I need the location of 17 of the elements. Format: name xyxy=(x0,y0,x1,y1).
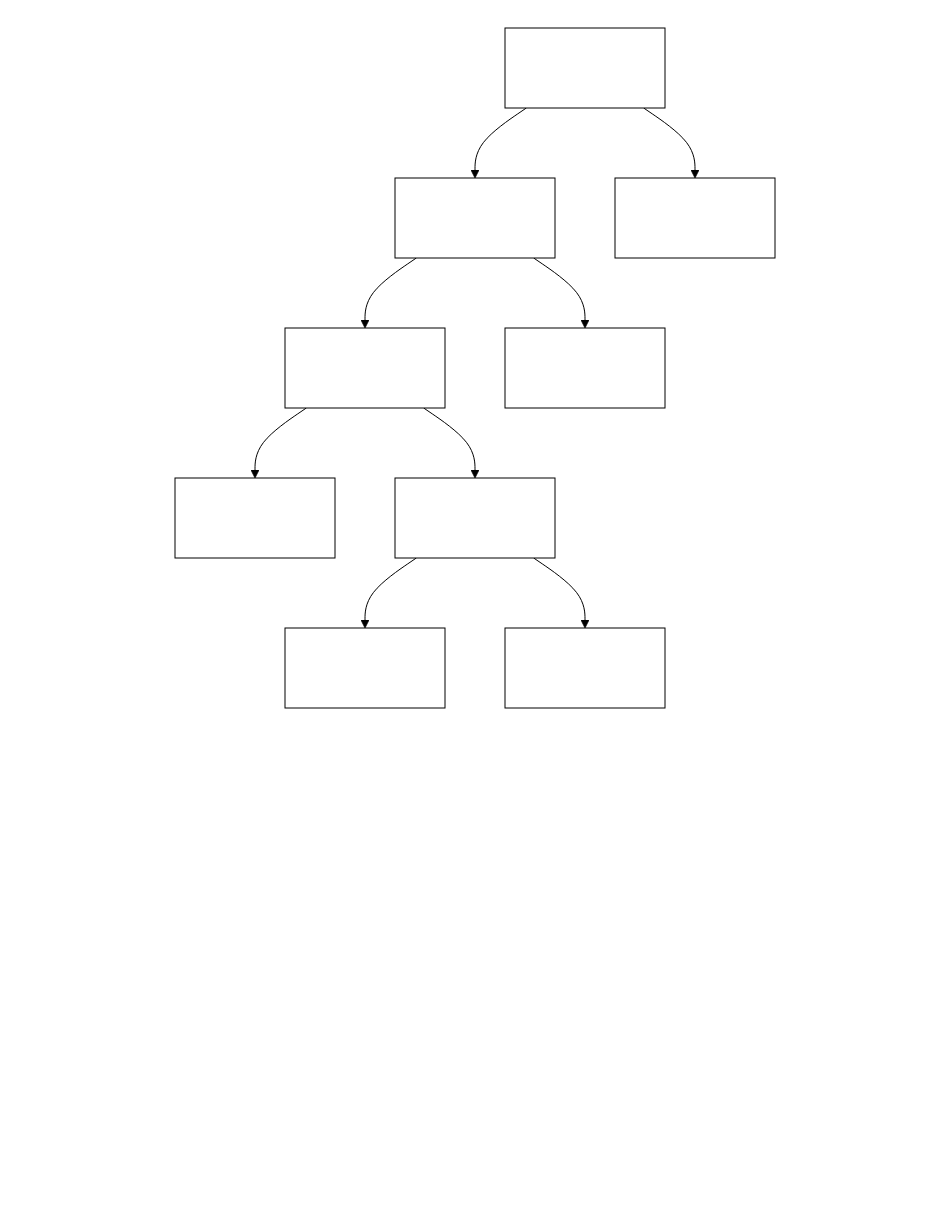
node-box xyxy=(284,327,446,409)
node-box xyxy=(504,27,666,109)
arrow xyxy=(360,557,417,629)
arrow xyxy=(360,257,417,329)
node-box xyxy=(614,177,776,259)
arrow xyxy=(533,257,590,329)
node-box xyxy=(284,627,446,709)
arrow xyxy=(470,107,527,179)
node-box xyxy=(504,627,666,709)
node-box xyxy=(504,327,666,409)
arrow xyxy=(643,107,700,179)
node-box xyxy=(394,477,556,559)
node-box xyxy=(394,177,556,259)
node-box xyxy=(174,477,336,559)
arrow xyxy=(250,407,307,479)
arrow xyxy=(423,407,480,479)
arrow xyxy=(533,557,590,629)
